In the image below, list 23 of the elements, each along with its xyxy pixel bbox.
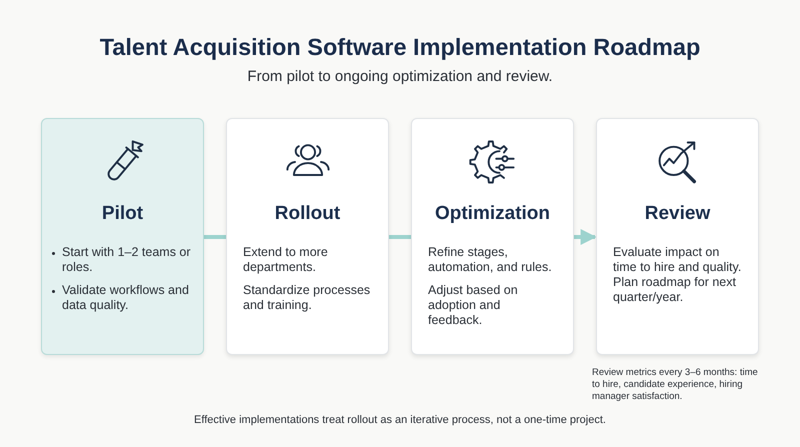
stage-title: Optimization [434, 202, 550, 226]
stage-description: Extend to more departments. [243, 245, 329, 275]
stage-description: Evaluate impact on time to hire and quality. [613, 245, 742, 275]
stage-description: Standardize processes and training. [243, 283, 372, 313]
connector-line [204, 235, 226, 239]
bullet-text: Validate workflows and data quality. [62, 283, 190, 313]
stage-title: Rollout [274, 202, 340, 226]
bullet-text: Start with 1–2 teams or roles. [62, 245, 192, 275]
stage-description: Adjust based on adoption and feedback. [428, 283, 519, 328]
stage-card [226, 118, 389, 355]
note-text: Review metrics every 3–6 months: time to hire, candidate experience, hiring manager satisfaction. [592, 367, 759, 403]
stage-description: Plan roadmap for next quarter/year. [613, 275, 737, 305]
diagram-title: Talent Acquisition Software Implementation Roadmap [98, 33, 702, 61]
stage-title: Pilot [102, 202, 144, 226]
stage-card [596, 118, 759, 355]
stage-card [41, 118, 204, 355]
stage-title: Review [644, 202, 710, 226]
footnote: Effective implementations treat rollout as an iterative process, not a one-time project. [193, 413, 607, 427]
stage-description: Refine stages, automation, and rules. [428, 245, 553, 275]
arrow [574, 229, 597, 245]
connector-line [389, 235, 411, 239]
subtitle: From pilot to ongoing optimization and review. [246, 68, 554, 86]
stage-card [411, 118, 574, 355]
